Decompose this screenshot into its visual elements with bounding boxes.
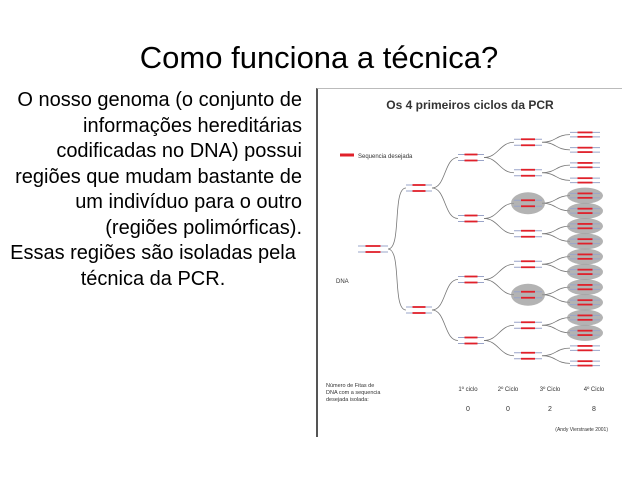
cycle-column: 1º ciclo 0 [458,386,478,413]
dna-duplex [358,245,388,253]
body-text-line-1: O nosso genoma (o conjunto de informaçõe… [15,89,302,239]
isolated-target-highlight [567,263,603,280]
branch-line [387,248,407,311]
branch-line [541,263,571,273]
branch-line [541,141,571,151]
dna-duplex [570,177,600,184]
dna-duplex [570,162,600,169]
legend-label: Sequencia desejada [358,154,413,160]
dna-duplex [458,275,484,284]
dna-duplex [570,192,600,199]
dna-duplex [570,253,600,260]
branch-line [483,324,515,341]
branch-line [483,340,515,357]
dna-duplex [570,207,600,214]
isolated-target-highlight [567,324,603,341]
dna-duplex [570,345,600,352]
isolated-target-highlight [511,283,545,306]
cycle-value: 0 [506,406,510,413]
body-text-line-2: Essas regiões são isoladas pela técnica … [10,242,296,290]
dna-nodes [358,131,603,367]
body-text: O nosso genoma (o conjunto de informaçõe… [4,88,302,292]
figure-title: Os 4 primeiros ciclos da PCR [386,98,554,112]
dna-duplex [514,138,542,147]
branch-line [541,355,571,364]
cycle-label: 3º Ciclo [540,386,561,393]
cycle-label: 4º Ciclo [584,386,605,393]
branch-line [541,172,571,181]
pcr-diagram: Os 4 primeiros ciclos da PCR Sequencia d… [326,98,608,433]
branch-line [483,263,515,280]
dna-duplex [570,299,600,306]
dna-duplex [406,184,432,192]
branch-line [541,202,571,212]
dna-duplex [514,351,542,360]
cycle-value: 2 [548,406,552,413]
dna-duplex [570,284,600,291]
branch-line [541,233,571,242]
branch-line [483,141,515,158]
dna-duplex [406,306,432,314]
cycle-value: 0 [466,406,470,413]
branch-lines [387,134,571,364]
branch-line [541,134,571,143]
cycle-column: 4º Ciclo 8 [584,386,605,413]
cycle-column: 2º Ciclo 0 [498,386,519,413]
dna-duplex [514,168,542,177]
dna-duplex [570,146,600,153]
isolated-target-highlight [567,294,603,311]
dna-duplex [570,223,600,230]
branch-line [541,195,571,204]
cycle-label: 2º Ciclo [498,386,519,393]
pcr-cycles-figure: Os 4 primeiros ciclos da PCR Sequencia d… [316,88,622,437]
isolated-target-highlight [567,279,603,296]
cycle-column: 3º Ciclo 2 [540,386,561,413]
branch-line [541,256,571,265]
isolated-target-highlight [567,202,603,219]
dna-duplex [514,290,542,299]
branch-line [541,317,571,326]
isolated-target-highlight [567,233,603,250]
branch-line [541,286,571,296]
slide-title: Como funciona a técnica? [139,40,499,75]
dna-duplex [570,268,600,275]
cycle-value: 8 [592,406,596,413]
figure-credit: (Andy Vierstraete 2001) [555,427,608,433]
dna-duplex [570,329,600,336]
dna-duplex [570,238,600,245]
branch-line [483,279,515,296]
branch-line [431,279,459,311]
isolated-target-highlight [567,309,603,326]
branch-line [541,164,571,174]
branch-line [483,157,515,174]
dna-duplex [458,153,484,162]
dna-duplex [570,131,600,138]
dna-duplex [458,214,484,223]
isolated-target-highlight [567,187,603,204]
branch-line [483,202,515,219]
dna-duplex [514,229,542,238]
dna-duplex [514,199,542,208]
isolated-target-highlight [511,192,545,215]
branch-line [431,309,459,341]
branch-line [541,294,571,303]
dna-duplex [514,321,542,330]
branch-line [541,225,571,235]
branch-line [483,218,515,235]
dna-root-label: DNA [336,279,349,285]
cycle-label: 1º ciclo [458,386,478,393]
cycle-columns: 1º ciclo 0 2º Ciclo 0 3º Ciclo 2 4º Ciclo 8 [458,386,605,413]
branch-line [387,187,407,250]
isolated-target-highlight [567,218,603,235]
branch-line [431,157,459,189]
table-row-label: Número de Fitas de DNA com a sequencia d… [326,383,382,403]
dna-duplex [570,314,600,321]
branch-line [541,324,571,334]
isolated-target-highlight [567,248,603,265]
dna-duplex [514,260,542,269]
branch-line [431,187,459,219]
dna-duplex [570,360,600,367]
branch-line [541,347,571,357]
dna-duplex [458,336,484,345]
